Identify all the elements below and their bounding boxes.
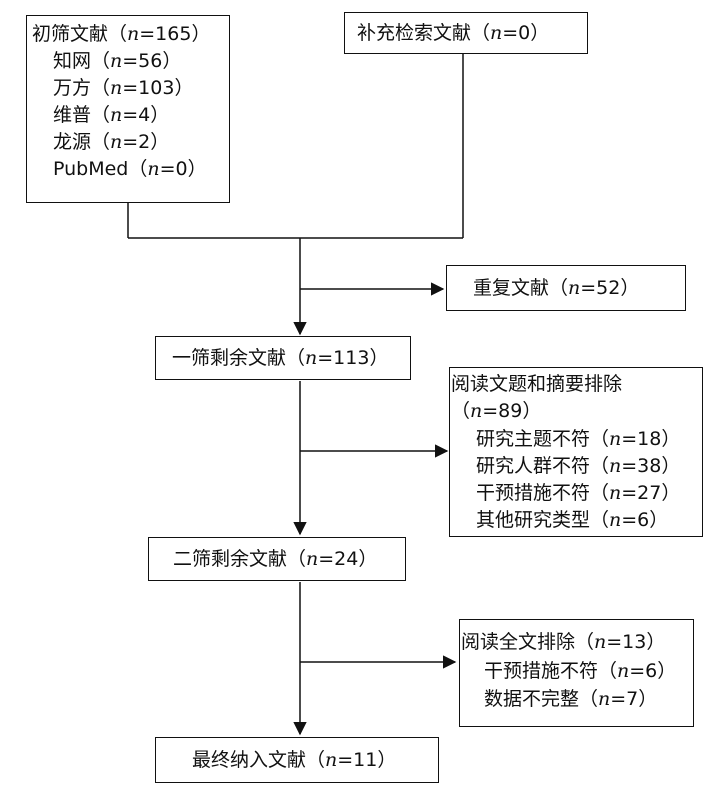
reason-other-study-type: 其他研究类型（n=6） [476, 509, 669, 531]
duplicates-box: 重复文献（n=52） [446, 265, 686, 311]
second-screen-box: 二筛剩余文献（n=24） [148, 537, 406, 581]
final-included-box: 最终纳入文献（n=11） [155, 737, 439, 783]
abstract-exclusion-box: 阅读文题和摘要排除 （n=89） 研究主题不符（n=18） 研究人群不符（n=3… [449, 367, 703, 537]
source-wanfang: 万方（n=103） [53, 77, 194, 99]
first-screen-box: 一筛剩余文献（n=113） [155, 336, 411, 380]
reason-population-mismatch: 研究人群不符（n=38） [476, 455, 681, 477]
initial-screening-box: 初筛文献（n=165） 知网（n=56） 万方（n=103） 维普（n=4） 龙… [26, 15, 230, 203]
source-cnki: 知网（n=56） [53, 50, 182, 72]
source-vip: 维普（n=4） [53, 104, 170, 126]
duplicates-label: 重复文献（n=52） [473, 277, 640, 299]
abstract-exclusion-title: 阅读文题和摘要排除 [451, 373, 623, 395]
final-included-label: 最终纳入文献（n=11） [192, 749, 397, 771]
supplementary-search-label: 补充检索文献（n=0） [357, 22, 550, 44]
source-pubmed: PubMed（n=0） [53, 158, 207, 180]
initial-screening-title: 初筛文献（n=165） [32, 23, 211, 45]
reason-incomplete-data: 数据不完整（n=7） [484, 688, 658, 710]
reason-intervention-mismatch-fulltext: 干预措施不符（n=6） [484, 660, 677, 682]
reason-intervention-mismatch: 干预措施不符（n=27） [476, 482, 681, 504]
first-screen-label: 一筛剩余文献（n=113） [172, 347, 389, 369]
reason-topic-mismatch: 研究主题不符（n=18） [476, 428, 681, 450]
fulltext-exclusion-title: 阅读全文排除（n=13） [461, 631, 666, 653]
source-longyuan: 龙源（n=2） [53, 131, 170, 153]
supplementary-search-box: 补充检索文献（n=0） [344, 12, 588, 54]
second-screen-label: 二筛剩余文献（n=24） [173, 548, 378, 570]
fulltext-exclusion-box: 阅读全文排除（n=13） 干预措施不符（n=6） 数据不完整（n=7） [459, 619, 694, 727]
abstract-exclusion-count: （n=89） [451, 400, 542, 422]
